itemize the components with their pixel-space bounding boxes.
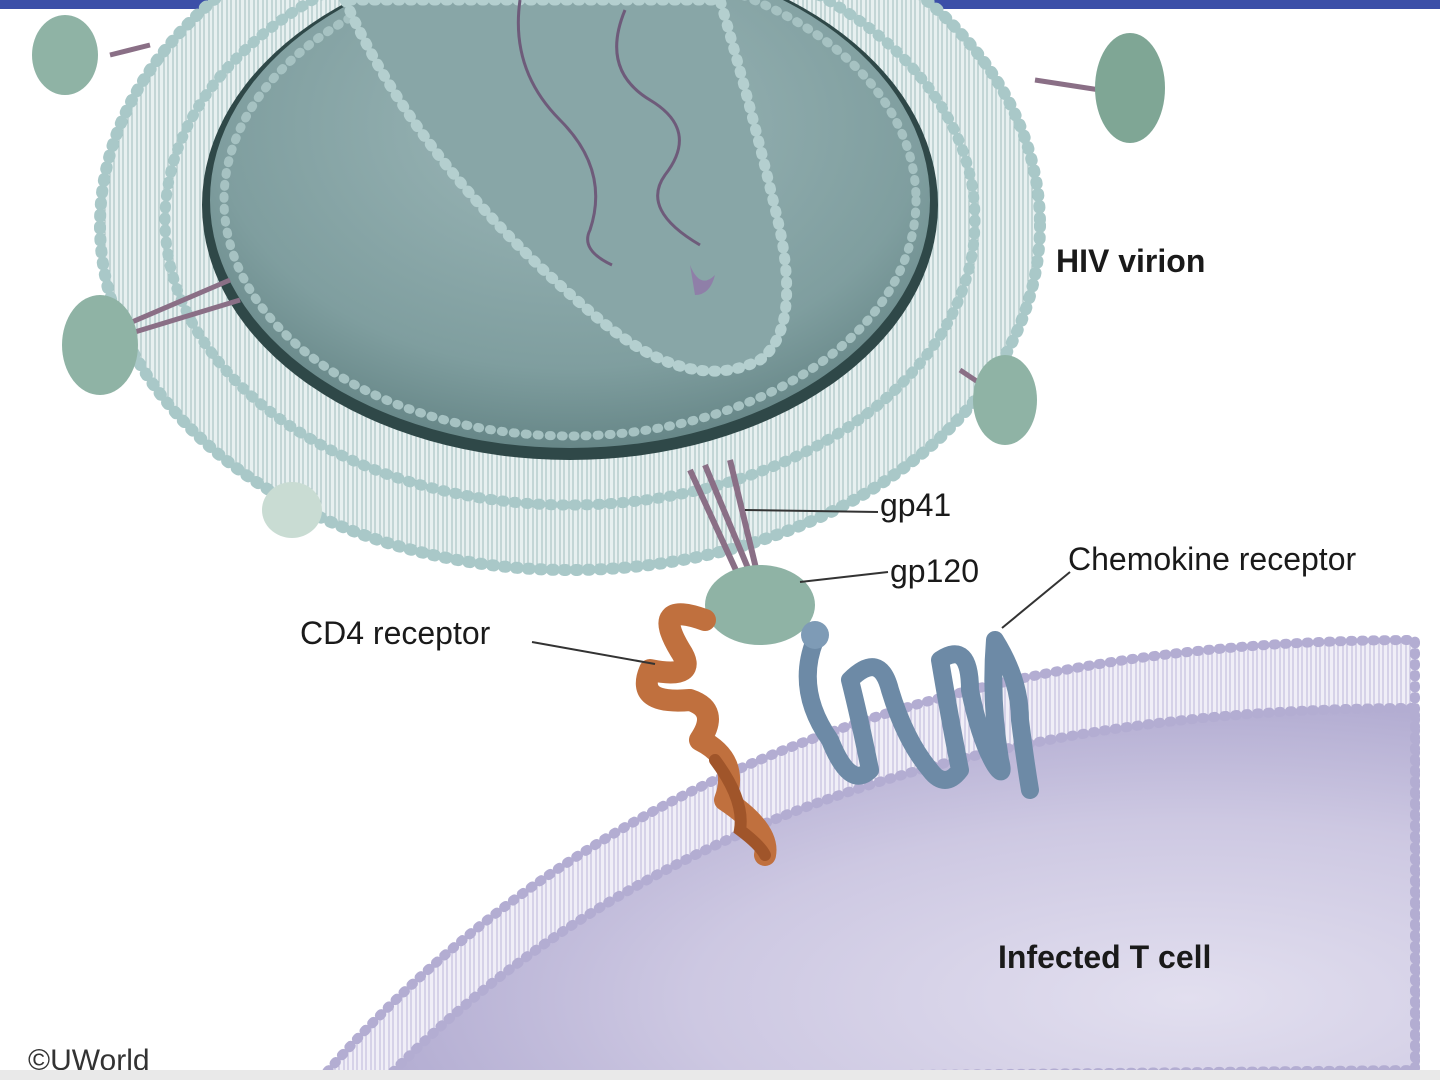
rna-strand-1	[516, 0, 613, 267]
cd4-receptor	[635, 603, 777, 866]
chemokine-receptor-label: Chemokine receptor	[1068, 541, 1357, 577]
cd4-leader	[531, 641, 656, 665]
glycoprotein-knob-3	[62, 295, 138, 395]
envelope-glycoproteins	[32, 15, 1165, 538]
gp41-gp120-complex	[687, 459, 815, 645]
chemokine-leader	[1001, 571, 1071, 629]
chemokine-receptor	[798, 621, 1039, 799]
gp120-leader	[799, 571, 889, 583]
gp41-label: gp41	[880, 487, 952, 523]
gp41-leader	[744, 509, 879, 513]
reverse-transcriptase	[690, 265, 715, 295]
glycoprotein-knob-4	[973, 355, 1037, 445]
gp120-knob	[705, 565, 815, 645]
leader-lines	[531, 509, 1071, 665]
cd4-receptor-label: CD4 receptor	[300, 615, 491, 651]
gp120-label: gp120	[890, 553, 979, 589]
hiv-virion	[94, 0, 1046, 576]
glycoprotein-knob-5	[262, 482, 322, 538]
t-cell	[313, 634, 1420, 1080]
glycoprotein-knob-2	[1095, 33, 1165, 143]
infected-t-cell-label: Infected T cell	[998, 939, 1212, 975]
rna-strand-2	[615, 9, 701, 247]
glycoprotein-knob-1	[32, 15, 98, 95]
capsid-core	[338, 0, 793, 377]
bottom-border-bar	[0, 1070, 1440, 1080]
hiv-virion-label: HIV virion	[1056, 243, 1206, 279]
